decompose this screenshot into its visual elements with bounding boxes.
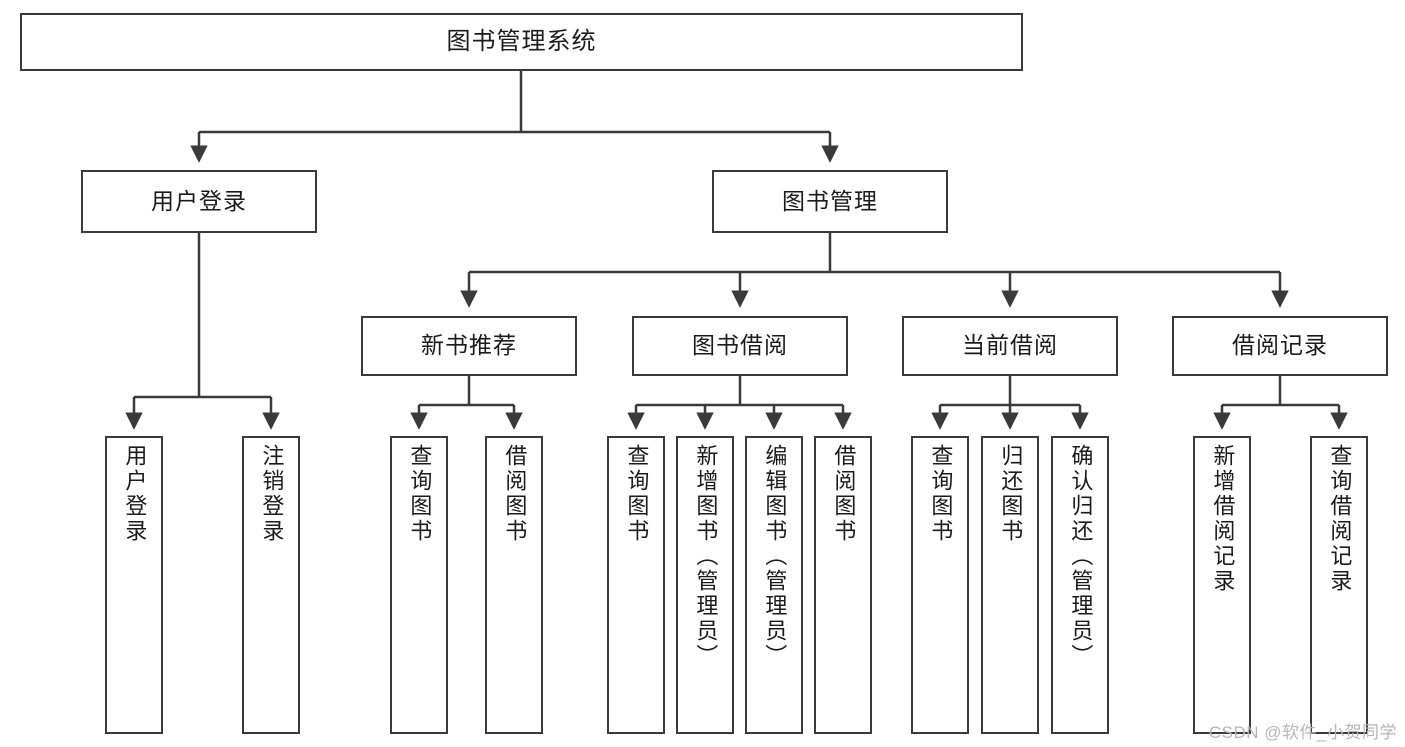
node-label: 借阅图书 [831,444,857,544]
node-label: 新增借阅记录 [1210,444,1236,594]
node-label: 归还图书 [998,444,1024,544]
node-label: 借阅图书 [502,444,528,544]
node-current-borrow[interactable]: 当前借阅 [902,316,1118,376]
leaf-rec-borrow-book[interactable]: 借阅图书 [485,436,543,734]
node-label: 查询借阅记录 [1327,444,1353,594]
node-root-book-management-system[interactable]: 图书管理系统 [20,13,1023,71]
node-book-management[interactable]: 图书管理 [712,170,948,233]
leaf-user-logout[interactable]: 注销登录 [242,436,300,734]
node-label: 注销登录 [259,444,285,544]
node-label: 查询图书 [407,444,433,544]
node-label: 查询图书 [624,444,650,544]
leaf-borrow-borrow-book[interactable]: 借阅图书 [814,436,872,734]
node-book-borrow[interactable]: 图书借阅 [632,316,848,376]
leaf-record-query-record[interactable]: 查询借阅记录 [1310,436,1368,734]
node-label: 借阅记录 [1232,332,1328,359]
node-label: 确认归还（管理员） [1068,444,1094,669]
leaf-current-confirm-return[interactable]: 确认归还（管理员） [1051,436,1109,734]
node-label: 图书借阅 [692,332,788,359]
node-borrow-record[interactable]: 借阅记录 [1172,316,1388,376]
watermark-text: CSDN @软件_小贺同学 [1208,723,1397,742]
leaf-rec-query-book[interactable]: 查询图书 [390,436,448,734]
node-label: 当前借阅 [962,332,1058,359]
leaf-borrow-edit-book[interactable]: 编辑图书（管理员） [745,436,803,734]
node-label: 编辑图书（管理员） [762,444,788,669]
leaf-borrow-add-book[interactable]: 新增图书（管理员） [676,436,734,734]
node-label: 查询图书 [928,444,954,544]
node-label: 新增图书（管理员） [693,444,719,669]
node-label: 图书管理系统 [446,27,597,55]
leaf-current-query-book[interactable]: 查询图书 [911,436,969,734]
leaf-user-login[interactable]: 用户登录 [105,436,163,734]
node-label: 用户登录 [122,444,148,544]
node-label: 图书管理 [782,187,878,214]
node-new-book-recommendation[interactable]: 新书推荐 [361,316,577,376]
node-user-login[interactable]: 用户登录 [81,170,317,233]
node-label: 用户登录 [151,187,247,214]
leaf-borrow-query-book[interactable]: 查询图书 [607,436,665,734]
leaf-record-add-record[interactable]: 新增借阅记录 [1193,436,1251,734]
node-label: 新书推荐 [421,332,517,359]
leaf-current-return-book[interactable]: 归还图书 [981,436,1039,734]
